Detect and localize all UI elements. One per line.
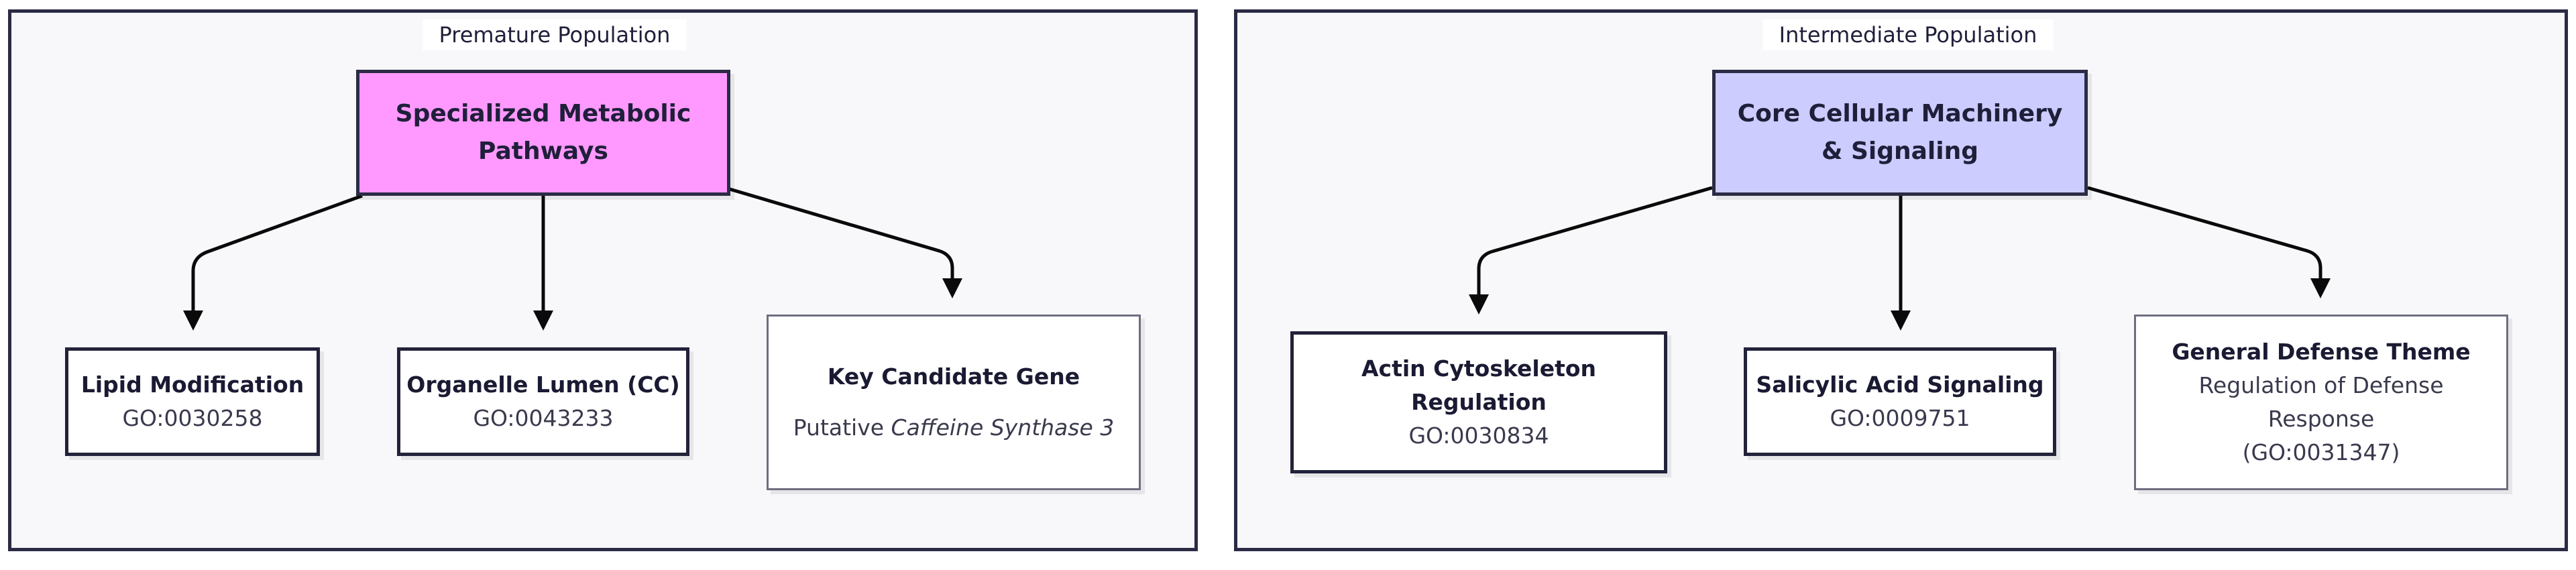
edge-core-to-defense — [2087, 186, 2331, 298]
node-label: Organelle Lumen (CC) — [406, 372, 680, 398]
node-label: Key Candidate Gene — [827, 363, 1080, 390]
node-label-line1: Actin Cytoskeleton — [1361, 355, 1597, 382]
actin-cytoskeleton-regulation-node: Actin Cytoskeleton Regulation GO:0030834 — [1290, 331, 1667, 473]
go-id: GO:0043233 — [473, 405, 614, 431]
node-label-line2: Pathways — [478, 137, 608, 165]
key-candidate-gene-node: Key Candidate Gene Putative Caffeine Syn… — [767, 315, 1141, 490]
organelle-lumen-node: Organelle Lumen (CC) GO:0043233 — [397, 347, 689, 456]
candidate-gene-name: Caffeine Synthase 3 — [891, 414, 1115, 441]
specialized-metabolic-pathways-node: Specialized Metabolic Pathways — [356, 70, 730, 196]
node-label: Lipid Modification — [80, 372, 304, 398]
core-cellular-machinery-node: Core Cellular Machinery & Signaling — [1712, 70, 2088, 196]
salicylic-acid-signaling-node: Salicylic Acid Signaling GO:0009751 — [1744, 347, 2056, 456]
theme-line2: Response — [2267, 406, 2375, 432]
node-label: Salicylic Acid Signaling — [1756, 372, 2044, 398]
edge-metabolic-to-candidate — [729, 187, 962, 298]
node-label-line1: Core Cellular Machinery — [1737, 100, 2063, 127]
node-label-line2: Regulation — [1411, 389, 1547, 415]
edge-metabolic-to-lipid — [183, 194, 363, 331]
lipid-modification-node: Lipid Modification GO:0030258 — [65, 347, 320, 456]
node-label: General Defense Theme — [2172, 339, 2471, 365]
go-id: GO:0030258 — [122, 405, 263, 431]
edge-core-to-actin — [1469, 186, 1713, 315]
go-id: GO:0009751 — [1830, 405, 1970, 431]
candidate-prefix: Putative — [793, 414, 891, 441]
panel-title: Intermediate Population — [1762, 19, 2054, 50]
panel-title: Premature Population — [423, 19, 687, 50]
node-label-line1: Specialized Metabolic — [395, 100, 691, 127]
general-defense-theme-node: General Defense Theme Regulation of Defe… — [2134, 315, 2508, 490]
theme-line1: Regulation of Defense — [2198, 372, 2444, 398]
node-label-line2: & Signaling — [1822, 137, 1978, 165]
go-id: GO:0030834 — [1408, 422, 1549, 449]
candidate-description: Putative Caffeine Synthase 3 — [793, 411, 1115, 445]
theme-line3: (GO:0031347) — [2242, 439, 2400, 465]
